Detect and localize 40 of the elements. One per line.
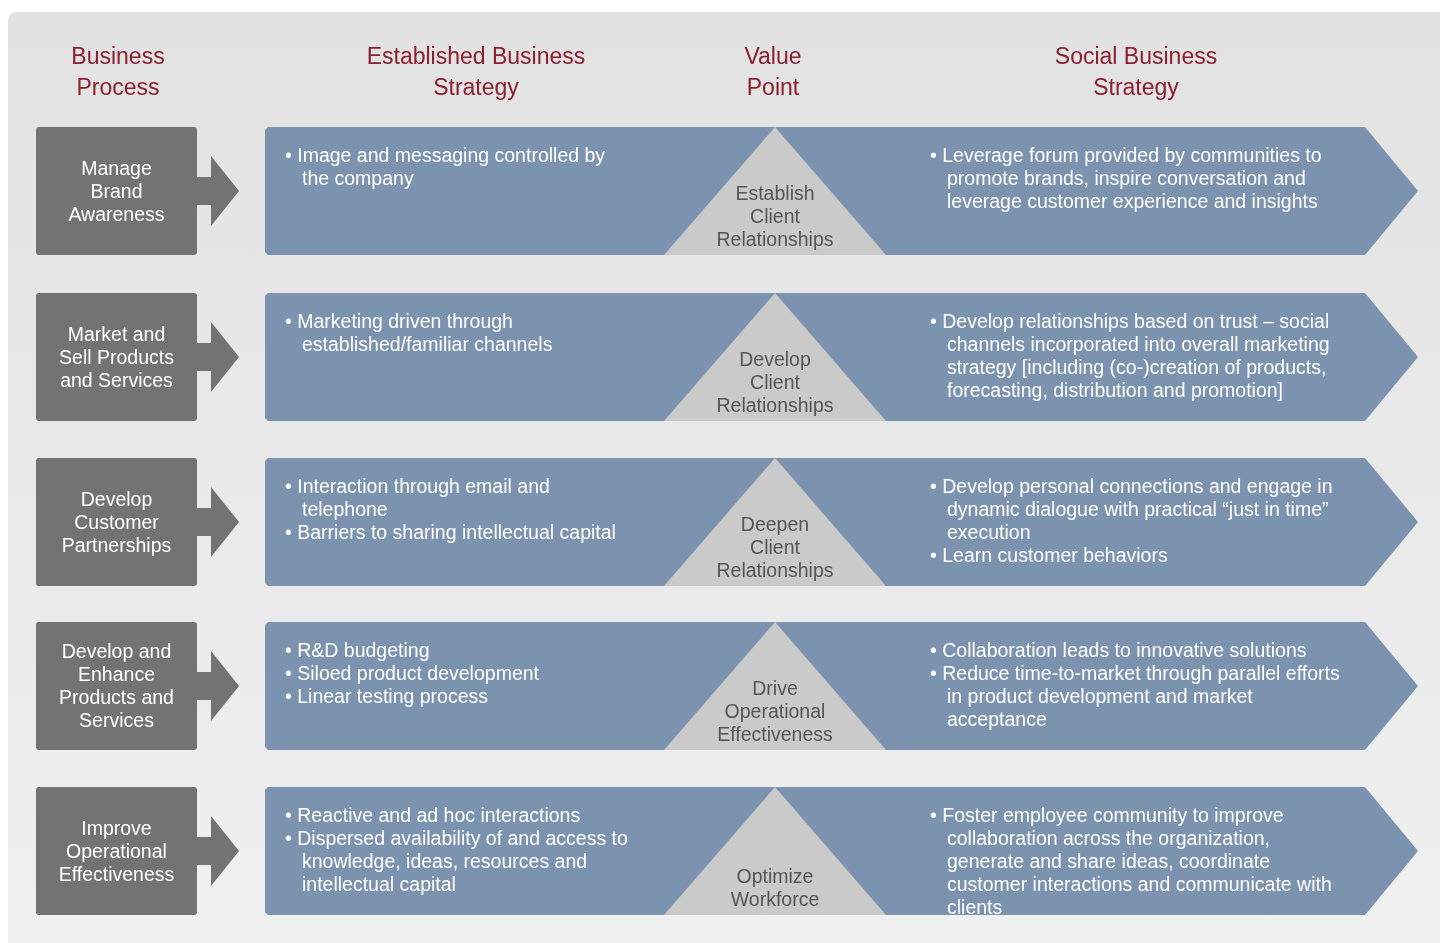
value-triangle: Deepen Client Relationships <box>664 458 886 586</box>
bullet-item: • Develop personal connections and engage in dynamic dialogue with practical “just in time” execution <box>930 475 1334 544</box>
process-box: Improve Operational Effectiveness <box>36 787 197 915</box>
value-triangle: Develop Client Relationships <box>664 293 886 421</box>
bullet-item: • Image and messaging controlled by the company <box>285 144 607 190</box>
bullet-item: • Reduce time-to-market through parallel efforts in product development and market acceptance <box>930 662 1341 731</box>
arrow <box>197 487 239 557</box>
bullet-item: • Interaction through email and telephone <box>285 475 551 521</box>
bullet-item: • Dispersed availability of and access to knowledge, ideas, resources and intellectual capital <box>285 827 629 896</box>
column-header: Established Business Strategy <box>365 42 587 102</box>
bullet-item: • Marketing driven through established/familiar channels <box>285 310 554 356</box>
arrow <box>197 322 239 392</box>
value-triangle: Establish Client Relationships <box>664 127 886 255</box>
strategy-band <box>265 127 1418 255</box>
column-header: Social Business Strategy <box>1053 42 1219 102</box>
arrow <box>197 651 239 721</box>
bullet-item: • Siloed product development <box>285 662 540 685</box>
bullet-item: • Linear testing process <box>285 685 490 708</box>
strategy-band <box>265 293 1418 421</box>
bullet-item: • Collaboration leads to innovative solutions <box>930 639 1308 662</box>
arrow <box>197 156 239 226</box>
arrow <box>197 816 239 886</box>
bullet-item: • Foster employee community to improve collaboration across the organization, generate and share ideas, coordinate customer interactions and communicate with clients <box>930 804 1333 919</box>
process-box: Market and Sell Products and Services <box>36 293 197 421</box>
bullet-item: • R&D budgeting <box>285 639 431 662</box>
value-triangle: Drive Operational Effectiveness <box>664 622 886 750</box>
strategy-band <box>265 622 1418 750</box>
bullet-item: • Learn customer behaviors <box>930 544 1169 567</box>
process-box: Manage Brand Awareness <box>36 127 197 255</box>
process-box: Develop and Enhance Products and Services <box>36 622 197 750</box>
strategy-band <box>265 458 1418 586</box>
strategy-band <box>265 787 1418 915</box>
process-box: Develop Customer Partnerships <box>36 458 197 586</box>
bullet-item: • Develop relationships based on trust – social channels incorporated into overall marketing strategy [including (co-)creation of products, forecasting, distribution and promotion] <box>930 310 1331 402</box>
bullet-item: • Barriers to sharing intellectual capital <box>285 521 617 544</box>
column-header: Value Point <box>743 42 803 102</box>
column-header: Business Process <box>70 42 166 102</box>
bullet-item: • Reactive and ad hoc interactions <box>285 804 582 827</box>
bullet-item: • Leverage forum provided by communities to promote brands, inspire conversation and leverage customer experience and insights <box>930 144 1323 213</box>
value-triangle: Optimize Workforce <box>664 787 886 915</box>
